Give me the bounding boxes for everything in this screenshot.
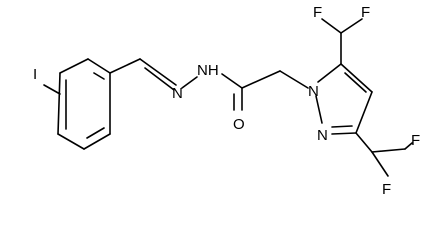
ring-n2-label: N: [317, 127, 328, 144]
amide-nh-label: NH: [197, 62, 219, 79]
ch2-n1-bond: [279, 70, 309, 89]
c-i-bond: [43, 84, 61, 95]
carbonyl-ch2-bond: [241, 70, 281, 89]
ch-n-double-bond: [139, 58, 177, 86]
fluorine-top-right-label: F: [361, 4, 370, 21]
iodine-atom-label: I: [33, 66, 37, 83]
ring-n1-label: N: [308, 83, 319, 100]
aryl-ch-bond: [109, 58, 141, 74]
chf2-bottom-bond: [371, 148, 406, 153]
imine-n-label: N: [172, 85, 183, 102]
benzene-ring: [57, 58, 111, 150]
pyrazole-ring: [315, 63, 373, 135]
structure-diagram: I N NH O N N F F F F: [33, 4, 420, 198]
n-nh-bond: [181, 76, 198, 89]
fluorine-top-left-label: F: [313, 4, 322, 21]
fluorine-bottom-top-label: F: [411, 132, 420, 149]
carbonyl-o-label: O: [233, 116, 245, 133]
fluorine-bottom-bottom-label: F: [382, 181, 391, 198]
nh-carbonyl-bond: [221, 73, 243, 89]
